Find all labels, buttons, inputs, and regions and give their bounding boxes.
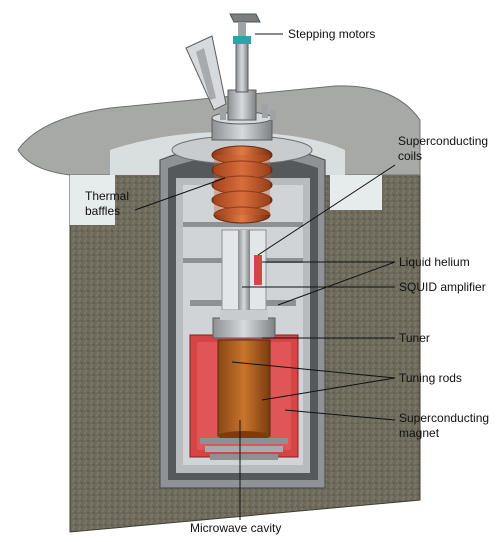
- coil-stack: [211, 145, 273, 224]
- coil-body: [214, 155, 270, 215]
- drive-shaft: [235, 39, 249, 93]
- leader-superconducting-magnet: [284, 409, 396, 421]
- fitting-3: [220, 108, 226, 120]
- center-tube: [238, 230, 250, 310]
- shaft-wall-right: [330, 175, 382, 210]
- label-thermal-baffles-line1: Thermal: [85, 189, 129, 203]
- leader-superconducting-coils: [257, 164, 396, 256]
- leader-liquid-helium-b: [277, 261, 396, 306]
- dewar-vessel: [159, 135, 326, 489]
- stand-plate-3: [210, 454, 278, 460]
- leader-thermal-baffles: [134, 177, 226, 211]
- fitting-1: [262, 104, 268, 118]
- stand-plate-1: [200, 438, 288, 444]
- shaft-wall-left: [70, 175, 115, 225]
- label-tuning-rods: Tuning rods: [399, 371, 462, 385]
- coil-ring-5: [213, 206, 271, 224]
- head-housing: [227, 89, 257, 121]
- motor-stem: [238, 22, 246, 36]
- baffle-plate-1: [183, 222, 303, 227]
- labels: Stepping motors Superconducting coils Th…: [85, 27, 489, 535]
- label-stepping-motors: Stepping motors: [288, 27, 375, 41]
- leader-lines: [134, 33, 396, 520]
- label-squid-amplifier: SQUID amplifier: [399, 280, 486, 294]
- stand-plate-2: [205, 446, 283, 452]
- stepping-motor-coupler: [233, 36, 251, 44]
- tuner-assembly: [212, 317, 276, 339]
- fitting-2: [270, 110, 276, 120]
- top-head: [185, 13, 276, 141]
- label-superconducting-magnet-line2: magnet: [399, 426, 440, 440]
- squid-red-block: [254, 255, 262, 285]
- label-liquid-helium: Liquid helium: [399, 255, 470, 269]
- motor-bracket-rib: [196, 48, 216, 100]
- label-microwave-cavity: Microwave cavity: [190, 521, 281, 535]
- label-superconducting-coils-line1: Superconducting: [398, 134, 488, 148]
- leader-tuning-rods-b: [261, 377, 396, 401]
- leader-tuning-rods-a: [231, 361, 396, 379]
- label-superconducting-coils-line2: coils: [398, 149, 422, 163]
- stepping-motor-top: [229, 13, 261, 23]
- microwave-cavity: [217, 339, 271, 437]
- tuner-top: [220, 310, 268, 320]
- label-thermal-baffles-line2: baffles: [85, 204, 120, 218]
- label-superconducting-magnet-line1: Superconducting: [399, 411, 489, 425]
- label-tuner: Tuner: [399, 331, 430, 345]
